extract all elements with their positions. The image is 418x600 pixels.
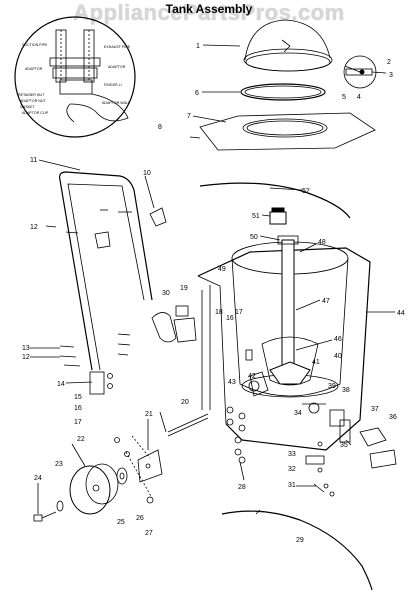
callout-14: 14 [57,381,65,388]
gasket-strip-52 [199,182,351,219]
callout-1: 1 [196,43,200,50]
callout-3: 3 [389,72,393,79]
lower-handle-parts [59,333,131,395]
callout-36: 36 [389,414,397,421]
callout-27: 27 [145,530,153,537]
callout-47: 47 [322,298,330,305]
callout-37: 37 [371,406,379,413]
drain-fittings [305,409,397,497]
callout-41: 41 [312,359,320,366]
callout-24: 24 [34,475,42,482]
label-adaptor-left: ADAPTOR [25,67,43,71]
callout-13: 13 [22,345,30,352]
callout-50: 50 [250,234,258,241]
base-bolts-28 [226,406,246,464]
callout-42: 42 [248,373,256,380]
bolt-24 [33,511,57,522]
label-adaptor-clip: ADAPTOR CLIP [22,111,49,115]
callout-21: 21 [145,411,153,418]
callout-12-upper: 12 [30,224,38,231]
tub-cover [199,112,376,151]
callout-16-lower: 16 [74,405,82,412]
callout-4: 4 [357,94,361,101]
diagram-title: Tank Assembly [165,2,253,16]
callout-16-upper: 16 [226,315,234,322]
agitator-column [261,235,319,386]
axle-20 [167,413,209,437]
label-adaptor-wall: ADAPTOR WALL [102,101,130,105]
impeller-parts [245,349,269,397]
callout-22: 22 [77,436,85,443]
callout-49: 49 [218,266,226,273]
callout-28: 28 [238,484,246,491]
pipe-adaptor-detail [14,16,136,138]
callout-25: 25 [117,519,125,526]
callout-30: 30 [162,290,170,297]
top-fitting-51 [269,207,287,225]
label-exhaust-pipe: EXHAUST PIPE [104,45,131,49]
callout-5: 5 [342,94,346,101]
callout-43: 43 [228,379,236,386]
callout-20: 20 [181,399,189,406]
callout-15: 15 [74,394,82,401]
callout-38: 38 [342,387,350,394]
callout-23: 23 [55,461,63,468]
callout-17-upper: 17 [235,309,243,316]
handle-frame [59,171,153,371]
callout-7: 7 [187,113,191,120]
gasket-strip-29 [221,510,373,591]
label-adaptor-right: ADAPTOR [108,65,126,69]
watermark-text: AppliancePartsPros.com [73,0,345,25]
screw-8 [189,136,201,139]
bracket-21 [137,449,163,483]
label-retainer-nut: RETAINER NUT [18,93,45,97]
label-suction-pipe: SUCTION PIPE [22,43,48,47]
callout-17-lower: 17 [74,419,82,426]
callout-numbers: 1 2 3 4 5 6 7 8 10 11 12 12 13 14 15 16 … [22,43,405,544]
callout-18: 18 [215,309,223,316]
lid-dome [243,19,333,72]
washers [56,437,154,512]
callout-35: 35 [340,442,348,449]
callout-19: 19 [180,285,188,292]
handle-bracket-10 [45,207,167,249]
hinge-bracket-19 [175,305,189,317]
callout-12-lower: 12 [22,354,30,361]
callout-11: 11 [30,157,37,164]
callout-31: 31 [288,482,296,489]
callout-48: 48 [318,239,326,246]
callout-26: 26 [136,515,144,522]
callout-33: 33 [288,451,296,458]
leader-lines [30,44,395,515]
callout-40: 40 [334,353,342,360]
label-finger-li: FINGER LI [104,83,122,87]
motor-34 [302,402,326,414]
callout-39: 39 [328,383,336,390]
gasket-ring [240,83,326,101]
callout-2: 2 [387,59,391,66]
callout-10: 10 [143,170,151,177]
callout-29: 29 [296,537,304,544]
hose-elbow-30 [151,312,197,343]
label-gasket: GASKET [20,105,35,109]
wheel-22 [69,463,119,515]
callout-44: 44 [397,310,405,317]
callout-32: 32 [288,466,296,473]
callout-8: 8 [158,124,162,131]
callout-52: 52 [302,188,310,195]
callout-46: 46 [334,336,342,343]
callout-6: 6 [195,90,199,97]
detail-labels: SUCTION PIPE EXHAUST PIPE ADAPTOR ADAPTO… [18,43,131,115]
callout-51: 51 [252,213,260,220]
callout-34: 34 [294,410,302,417]
tank-cabinet-44 [197,247,371,451]
label-adaptor-nut: ADAPTOR NUT [20,99,46,103]
